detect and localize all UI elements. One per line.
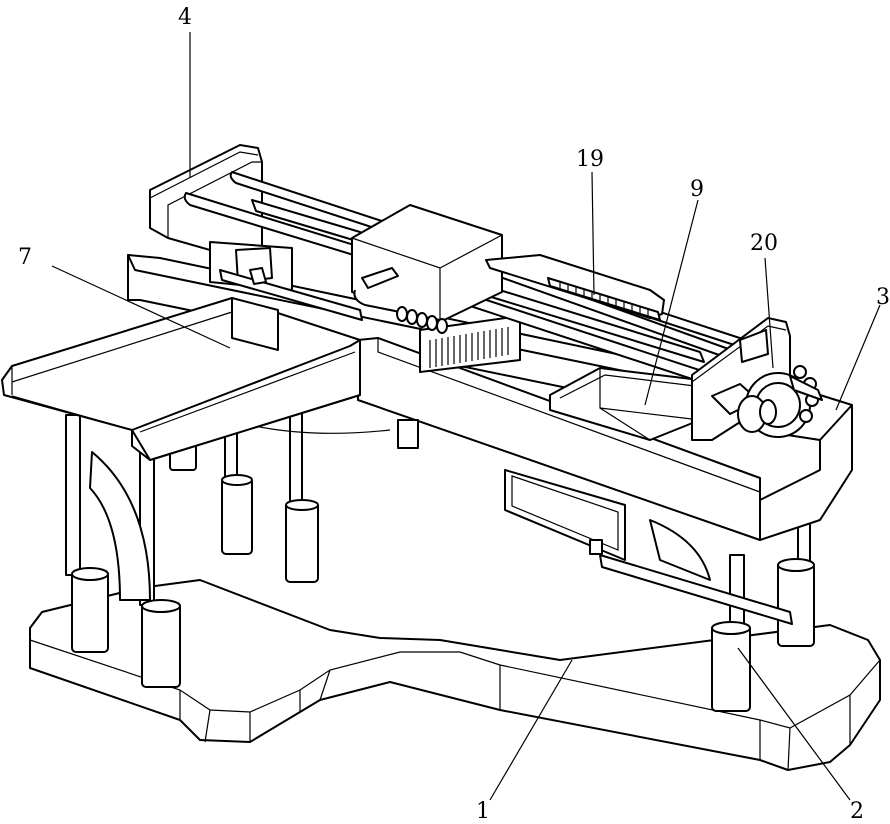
- leader-3: [836, 305, 880, 410]
- label-1: 1: [476, 799, 490, 824]
- label-2: 2: [850, 799, 864, 824]
- label-19: 19: [576, 147, 604, 172]
- label-9: 9: [690, 177, 704, 202]
- label-20: 20: [750, 231, 778, 256]
- label-4: 4: [178, 5, 192, 30]
- label-3: 3: [876, 285, 890, 310]
- label-7: 7: [18, 245, 32, 270]
- feed-tray: [2, 298, 360, 460]
